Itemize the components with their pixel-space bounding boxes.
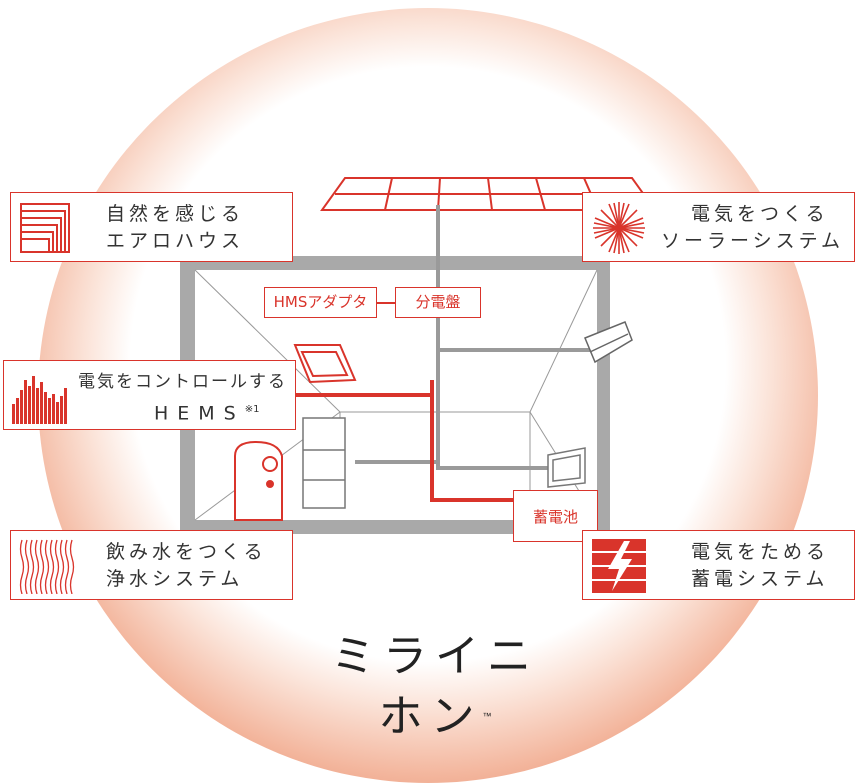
refrigerator: [302, 417, 346, 509]
brand-logo: ミライニホン™: [315, 627, 555, 742]
sunburst-icon: [593, 202, 645, 254]
hems-line1: 電気をコントロールする: [78, 372, 287, 392]
battery-bolt-icon: [592, 539, 646, 593]
solar-system-box: 電気をつくる ソーラーシステム: [582, 192, 855, 262]
hems-line2-wrap: HEMS※1: [154, 395, 260, 428]
water-line2: 浄水システム: [106, 568, 244, 590]
storage-line1: 電気をためる: [691, 541, 830, 563]
water-line1: 飲み水をつくる: [106, 541, 267, 563]
distribution-board-tag: 分電盤: [395, 287, 481, 318]
red-wiring: [295, 380, 520, 502]
nested-frames-icon: [20, 203, 70, 253]
battery-tag: 蓄電池: [513, 490, 598, 542]
tag-connector: [377, 302, 395, 304]
wave-lines-icon: [19, 539, 75, 594]
storage-system-box: 電気をためる 蓄電システム: [582, 530, 855, 600]
hems-line2: HEMS: [154, 402, 245, 425]
tablet: [293, 344, 357, 384]
storage-line2: 蓄電システム: [691, 568, 829, 590]
air-conditioner: [584, 321, 633, 364]
grey-wiring: [355, 205, 612, 470]
brand-logo-text: ミライニホン: [331, 631, 539, 742]
hems-box: 電気をコントロールする HEMS※1: [3, 360, 296, 430]
water-system-box: 飲み水をつくる 浄水システム: [10, 530, 293, 600]
aero-house-line2: エアロハウス: [106, 230, 245, 252]
aero-house-box: 自然を感じる エアロハウス: [10, 192, 293, 262]
aero-house-line1: 自然を感じる: [106, 203, 245, 225]
solar-line1: 電気をつくる: [691, 203, 829, 225]
brand-logo-mark: ™: [482, 712, 492, 722]
solar-line2: ソーラーシステム: [661, 230, 845, 252]
hms-adapter-tag: HMSアダプタ: [264, 287, 377, 318]
television: [547, 447, 586, 488]
bar-graph-icon: [12, 376, 67, 424]
water-purifier: [234, 440, 283, 521]
hems-footnote: ※1: [244, 404, 260, 415]
